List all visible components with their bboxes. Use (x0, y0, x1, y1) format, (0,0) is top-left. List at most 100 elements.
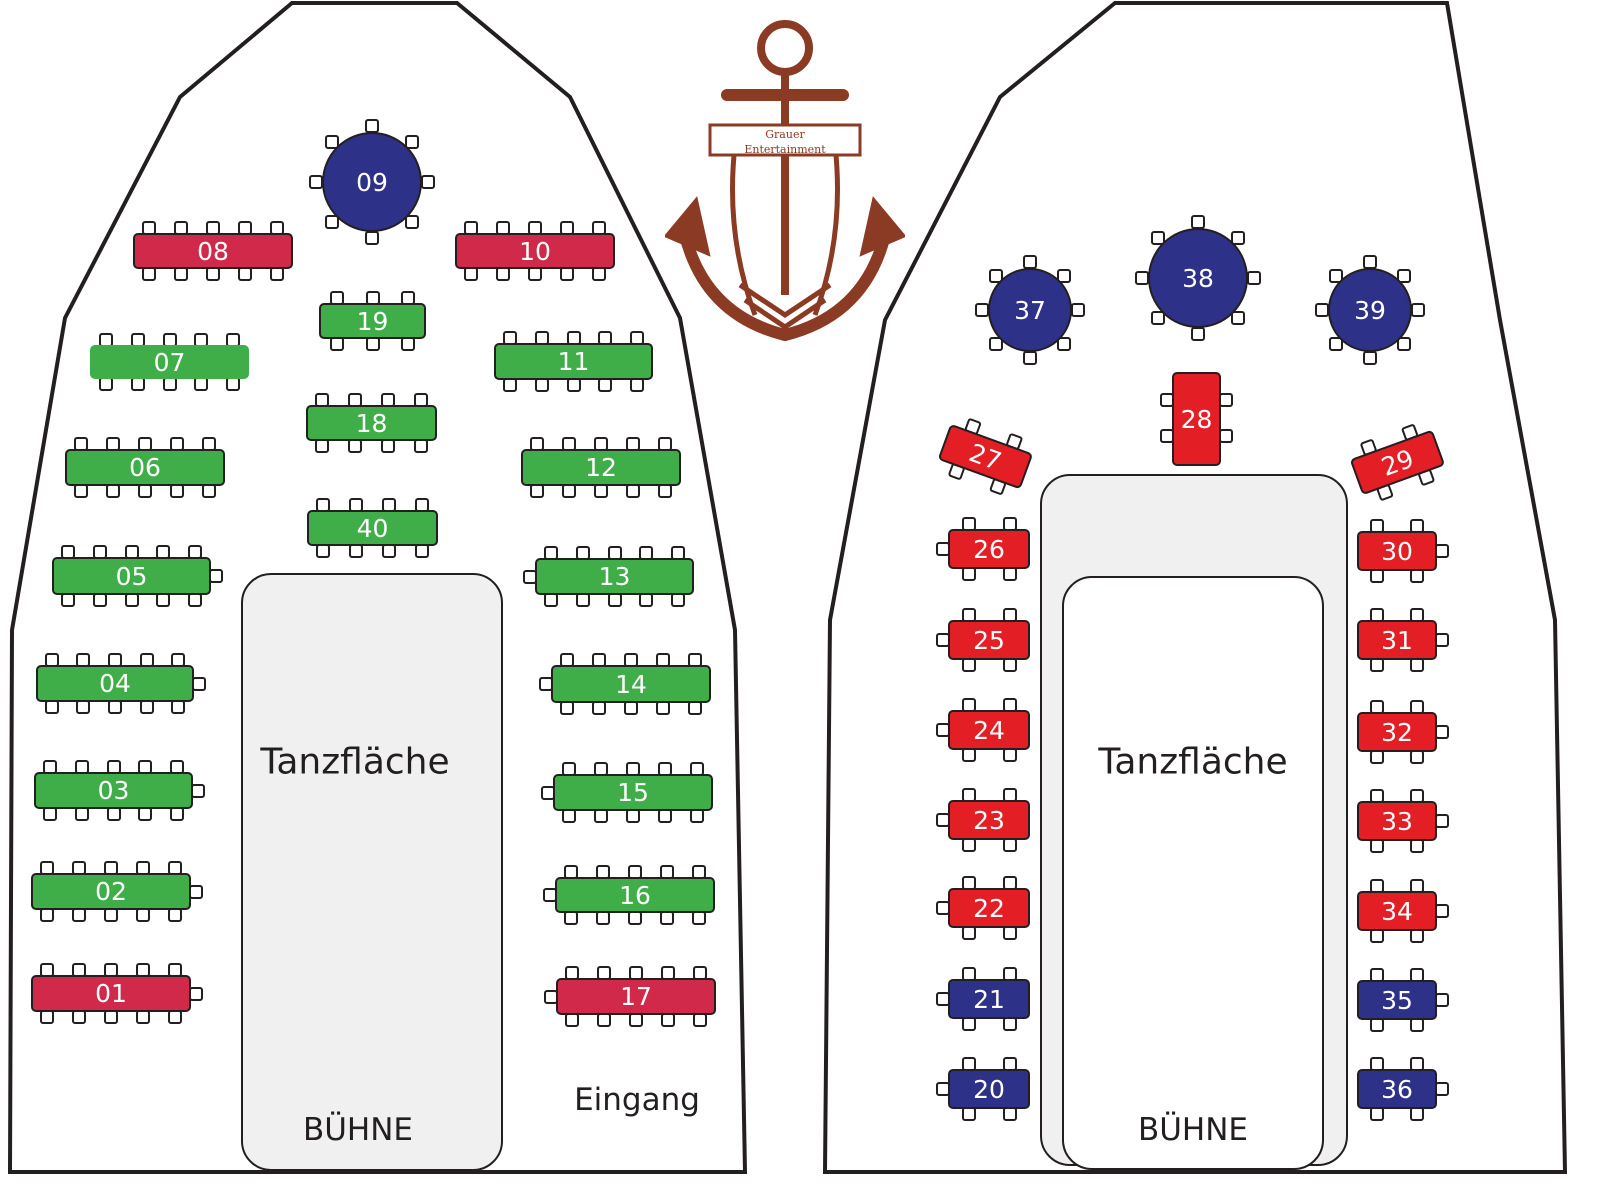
chair (40, 908, 54, 922)
table-38[interactable]: 38 (1128, 208, 1268, 348)
table-34[interactable]: 34 (1357, 879, 1451, 943)
chair (142, 267, 156, 281)
table-13[interactable]: 13 (521, 546, 708, 607)
chair (961, 567, 976, 581)
chair (170, 484, 184, 498)
table-33[interactable]: 33 (1357, 789, 1451, 853)
table-17[interactable]: 17 (542, 966, 730, 1027)
table-12[interactable]: 12 (521, 437, 695, 498)
chair (104, 908, 118, 922)
chair (136, 1010, 150, 1024)
chair (76, 700, 91, 714)
right-stage-inner (1062, 576, 1324, 1170)
table-21[interactable]: 21 (934, 967, 1044, 1031)
chair (560, 267, 574, 281)
chair (1002, 926, 1017, 940)
chair (607, 593, 622, 607)
chair (496, 267, 510, 281)
table-number: 22 (948, 888, 1030, 928)
chair (989, 336, 1004, 351)
table-number: 04 (36, 665, 194, 702)
table-24[interactable]: 24 (934, 698, 1044, 762)
table-06[interactable]: 06 (65, 437, 239, 498)
chair (566, 378, 581, 392)
chair (592, 267, 606, 281)
left-dance-floor-label: Tanzfläche (260, 741, 450, 783)
table-28[interactable]: 28 (1158, 372, 1235, 466)
table-05[interactable]: 05 (52, 545, 225, 607)
chair (1435, 633, 1449, 647)
chair (162, 377, 177, 391)
chair (1056, 336, 1071, 351)
table-number: 28 (1172, 372, 1221, 466)
chair (594, 809, 608, 823)
table-36[interactable]: 36 (1357, 1057, 1451, 1121)
table-19[interactable]: 19 (319, 291, 440, 351)
table-number: 01 (31, 975, 191, 1012)
chair (192, 676, 206, 691)
table-18[interactable]: 18 (306, 393, 451, 453)
table-40[interactable]: 40 (307, 498, 452, 558)
chair (365, 231, 379, 245)
chair (92, 593, 107, 607)
table-22[interactable]: 22 (934, 876, 1044, 940)
chair (401, 337, 416, 351)
chair (60, 593, 75, 607)
chair (1410, 839, 1424, 853)
chair (961, 838, 976, 852)
chair (1370, 1018, 1384, 1032)
table-number: 11 (494, 343, 653, 380)
table-number: 20 (948, 1069, 1030, 1109)
table-number: 08 (133, 233, 293, 269)
chair (238, 267, 252, 281)
chair (592, 701, 606, 715)
table-10[interactable]: 10 (455, 221, 629, 281)
table-35[interactable]: 35 (1357, 968, 1451, 1032)
anchor-logo (665, 20, 905, 342)
table-11[interactable]: 11 (494, 331, 667, 392)
chair (44, 700, 59, 714)
table-04[interactable]: 04 (36, 653, 208, 714)
chair (1219, 428, 1233, 443)
chair (1002, 1107, 1017, 1121)
chair (1396, 269, 1411, 284)
table-25[interactable]: 25 (934, 608, 1044, 672)
table-01[interactable]: 01 (31, 963, 205, 1024)
chair (1410, 658, 1424, 672)
table-09[interactable]: 09 (302, 112, 442, 252)
table-number: 24 (948, 710, 1030, 750)
chair (226, 377, 241, 391)
table-02[interactable]: 02 (31, 861, 205, 922)
table-number: 32 (1357, 712, 1437, 752)
table-26[interactable]: 26 (934, 517, 1044, 581)
table-30[interactable]: 30 (1357, 519, 1451, 583)
chair (1230, 231, 1245, 246)
table-16[interactable]: 16 (541, 865, 729, 925)
chair (975, 303, 989, 317)
table-37[interactable]: 37 (968, 248, 1092, 372)
chair (316, 544, 331, 558)
chair (464, 267, 478, 281)
chair (688, 701, 702, 715)
chair (528, 267, 542, 281)
table-14[interactable]: 14 (537, 653, 725, 715)
table-39[interactable]: 39 (1308, 248, 1432, 372)
chair (1410, 929, 1424, 943)
chair (639, 593, 654, 607)
table-32[interactable]: 32 (1357, 700, 1451, 764)
table-20[interactable]: 20 (934, 1057, 1044, 1121)
chair (1230, 310, 1245, 325)
table-31[interactable]: 31 (1357, 608, 1451, 672)
chair (502, 378, 517, 392)
chair (658, 809, 672, 823)
table-03[interactable]: 03 (34, 760, 207, 821)
chair (206, 267, 220, 281)
chair (1363, 351, 1377, 365)
table-number: 26 (948, 529, 1030, 569)
table-23[interactable]: 23 (934, 788, 1044, 852)
table-07[interactable]: 07 (90, 333, 263, 391)
table-08[interactable]: 08 (133, 221, 307, 281)
chair (629, 1013, 643, 1027)
chair (961, 1017, 976, 1031)
table-15[interactable]: 15 (539, 762, 727, 823)
